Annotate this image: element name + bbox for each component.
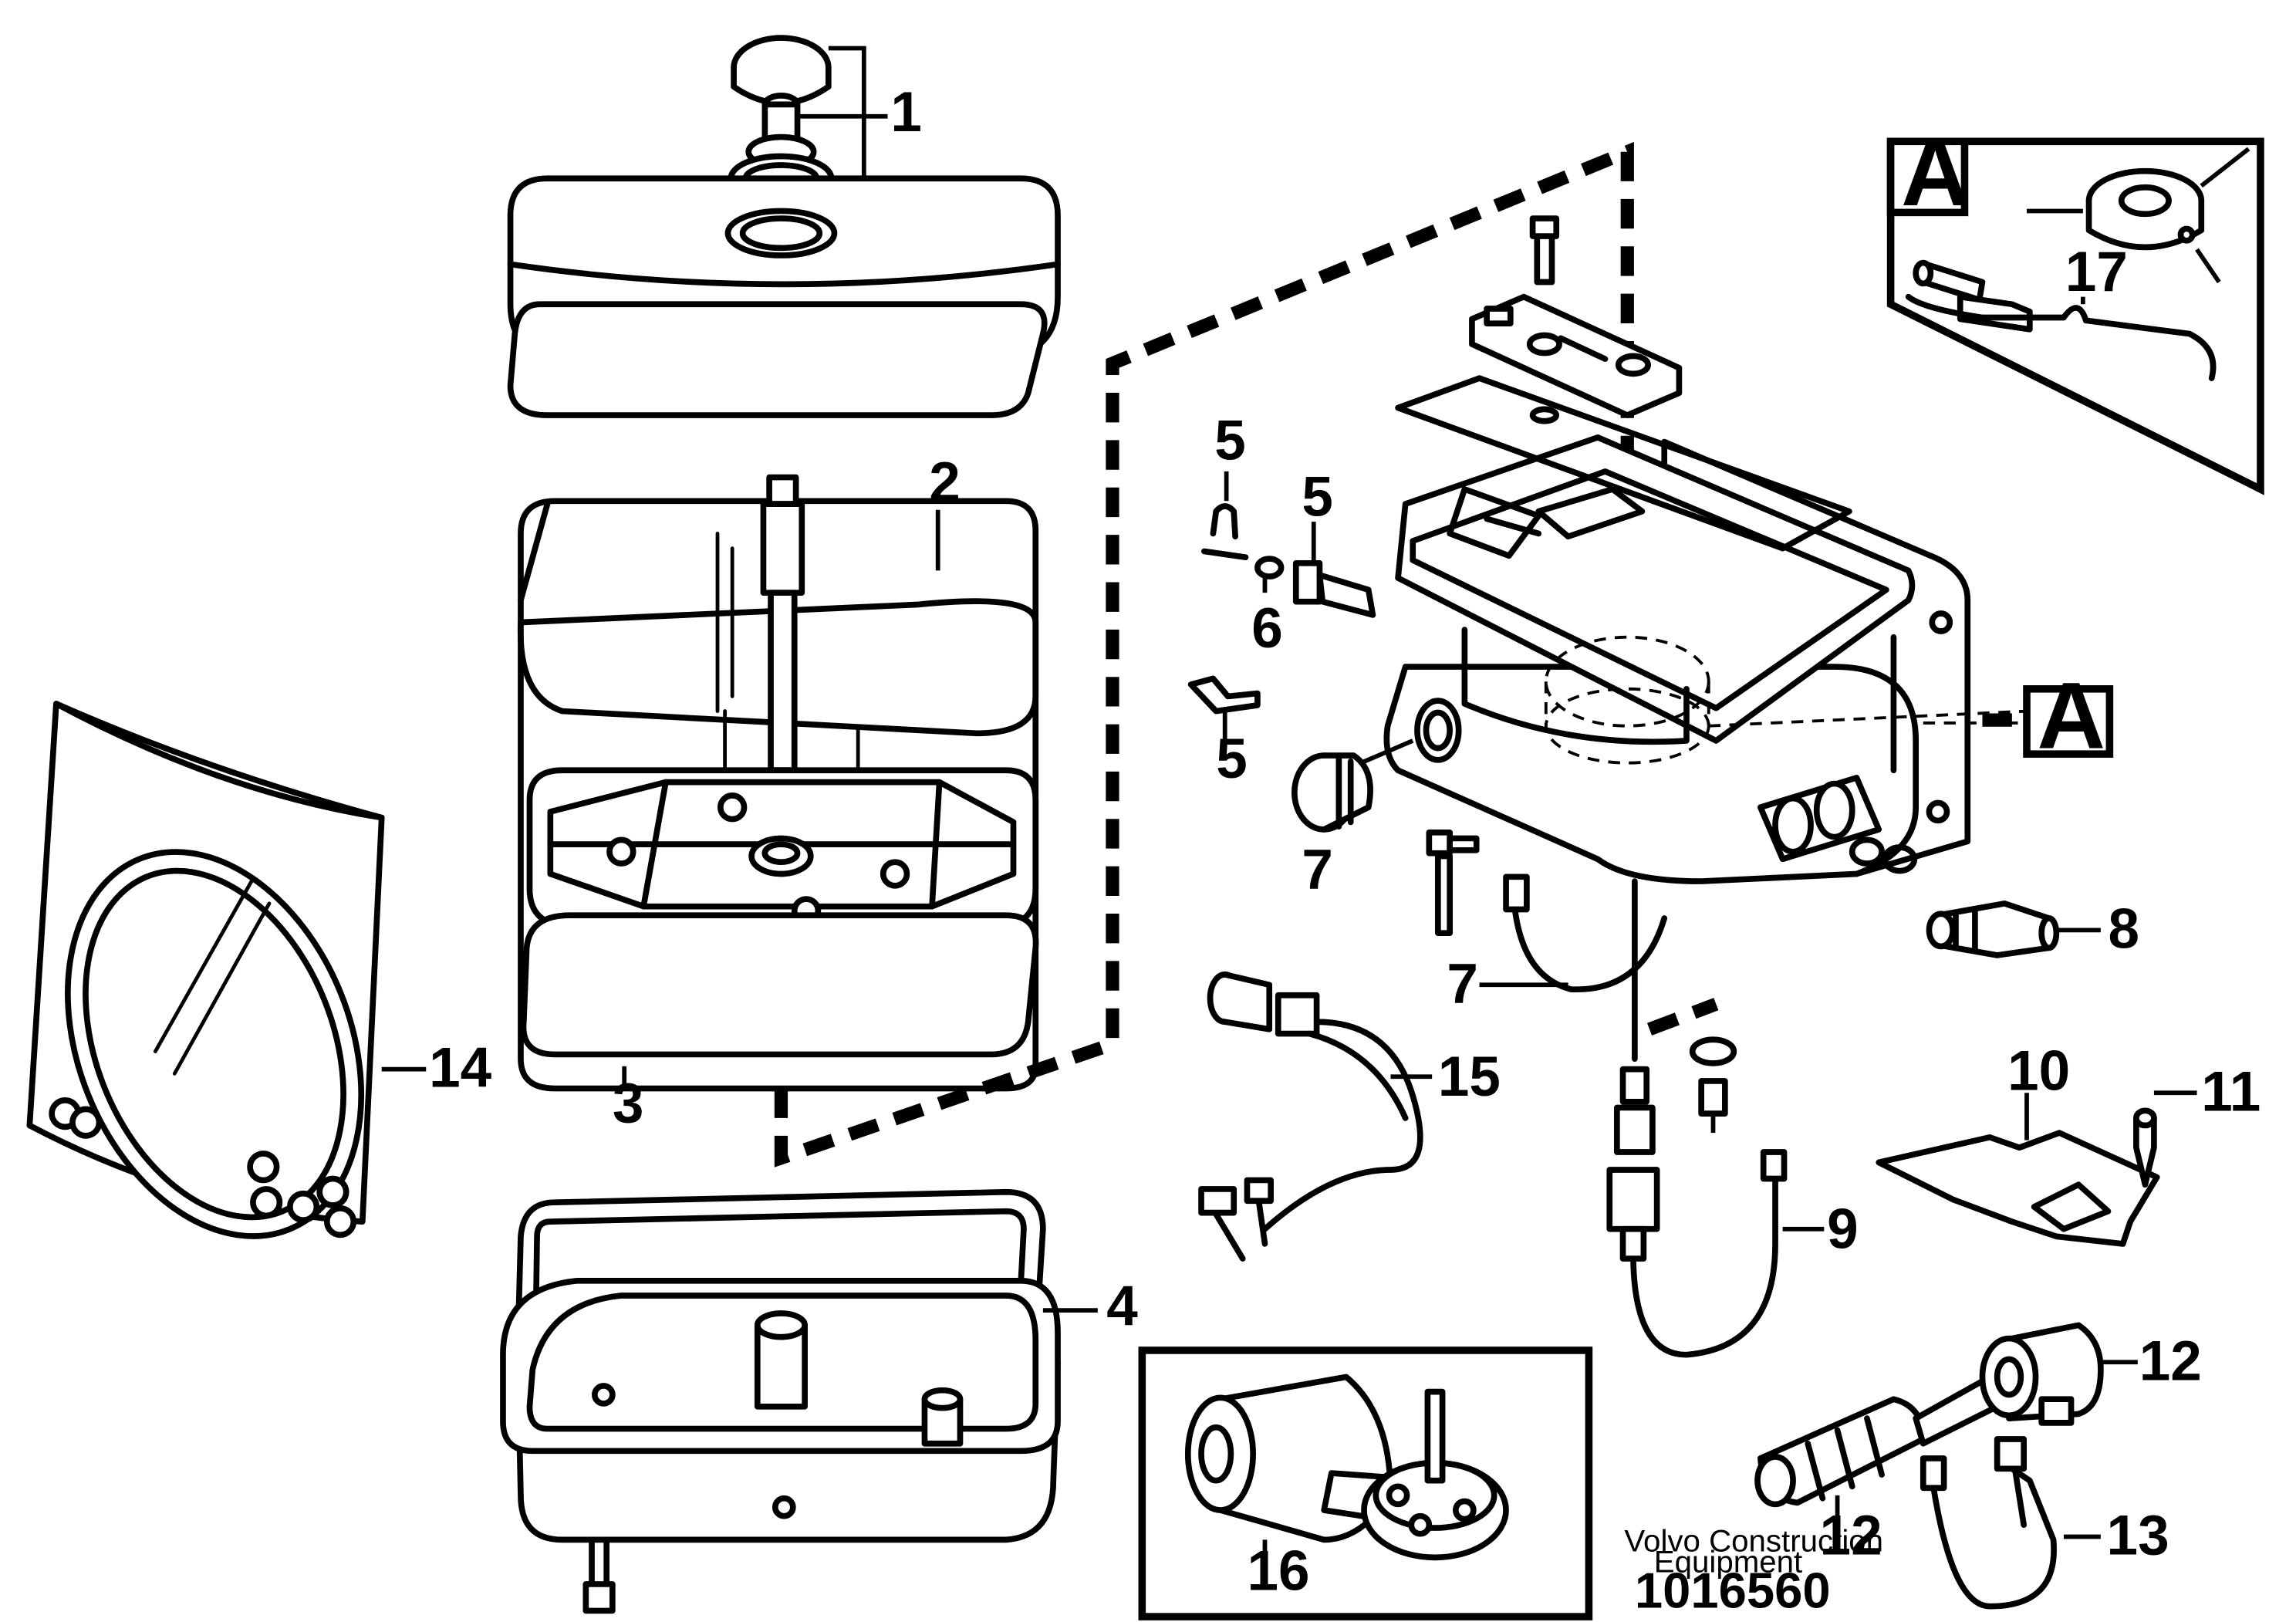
valve-cover bbox=[1395, 215, 1852, 552]
part-13-harness bbox=[1920, 1436, 2101, 1610]
part-15-harness bbox=[1198, 972, 1433, 1262]
callout-16: 16 bbox=[1247, 1540, 1309, 1603]
callout-10: 10 bbox=[2007, 1039, 2070, 1102]
dip-tube bbox=[760, 474, 805, 818]
callout-5-bottom: 5 bbox=[1216, 728, 1248, 790]
part-14-filter-element bbox=[26, 701, 427, 1239]
manufacturer-line-1: Volvo Construction bbox=[1624, 1524, 1883, 1559]
part-11-pin bbox=[2133, 1090, 2197, 1188]
part-9-sensor bbox=[1606, 878, 1825, 1358]
fitting-group-5-6 bbox=[1187, 471, 1376, 741]
callout-7-harness: 7 bbox=[1447, 952, 1478, 1015]
callout-3: 3 bbox=[613, 1073, 644, 1135]
callout-12-spool: 12 bbox=[1820, 1505, 1882, 1567]
callout-6: 6 bbox=[1251, 597, 1283, 660]
callout-13: 13 bbox=[2107, 1505, 2169, 1567]
part-7-harness bbox=[1426, 829, 1668, 992]
callout-8: 8 bbox=[2108, 897, 2139, 960]
callout-15: 15 bbox=[1438, 1046, 1501, 1108]
valve-housing bbox=[1383, 434, 2028, 884]
part-7-plug bbox=[1292, 738, 1414, 833]
callout-11: 11 bbox=[2201, 1060, 2261, 1123]
detail-a-letter: A bbox=[1901, 120, 1970, 226]
callout-7-plug: 7 bbox=[1302, 839, 1333, 901]
drawing-number: 1016560 bbox=[1635, 1563, 1831, 1619]
callout-2: 2 bbox=[929, 451, 961, 513]
callout-4: 4 bbox=[1106, 1275, 1138, 1337]
detail-a-reference-letter: A bbox=[2037, 664, 2105, 769]
callout-5-mid: 5 bbox=[1302, 465, 1333, 528]
callout-5-top: 5 bbox=[1214, 410, 1246, 472]
callout-1: 1 bbox=[890, 81, 922, 144]
callout-12-solenoid: 12 bbox=[2139, 1330, 2202, 1392]
detail-a-box bbox=[1886, 137, 2264, 495]
part-10-circuit-board bbox=[1876, 1093, 2160, 1247]
part-3-bottom-gasket bbox=[520, 912, 1039, 1058]
oil-pan bbox=[500, 1277, 1061, 1543]
manufacturer-line-2: Equipment bbox=[1654, 1545, 1802, 1580]
part-12-solenoid bbox=[1754, 1322, 2138, 1526]
part-16-detail-box bbox=[1138, 1347, 1593, 1620]
lid-gasket bbox=[507, 301, 1048, 418]
detail-a-reference bbox=[2023, 685, 2114, 758]
callout-9: 9 bbox=[1827, 1198, 1859, 1261]
part-8-fitting bbox=[1849, 836, 2101, 958]
assembly-boundary-line bbox=[774, 141, 1634, 1168]
filter-tray bbox=[526, 767, 1039, 929]
drain-bolt bbox=[582, 1536, 616, 1614]
callout-17: 17 bbox=[2065, 241, 2128, 303]
callout-14: 14 bbox=[429, 1037, 492, 1100]
